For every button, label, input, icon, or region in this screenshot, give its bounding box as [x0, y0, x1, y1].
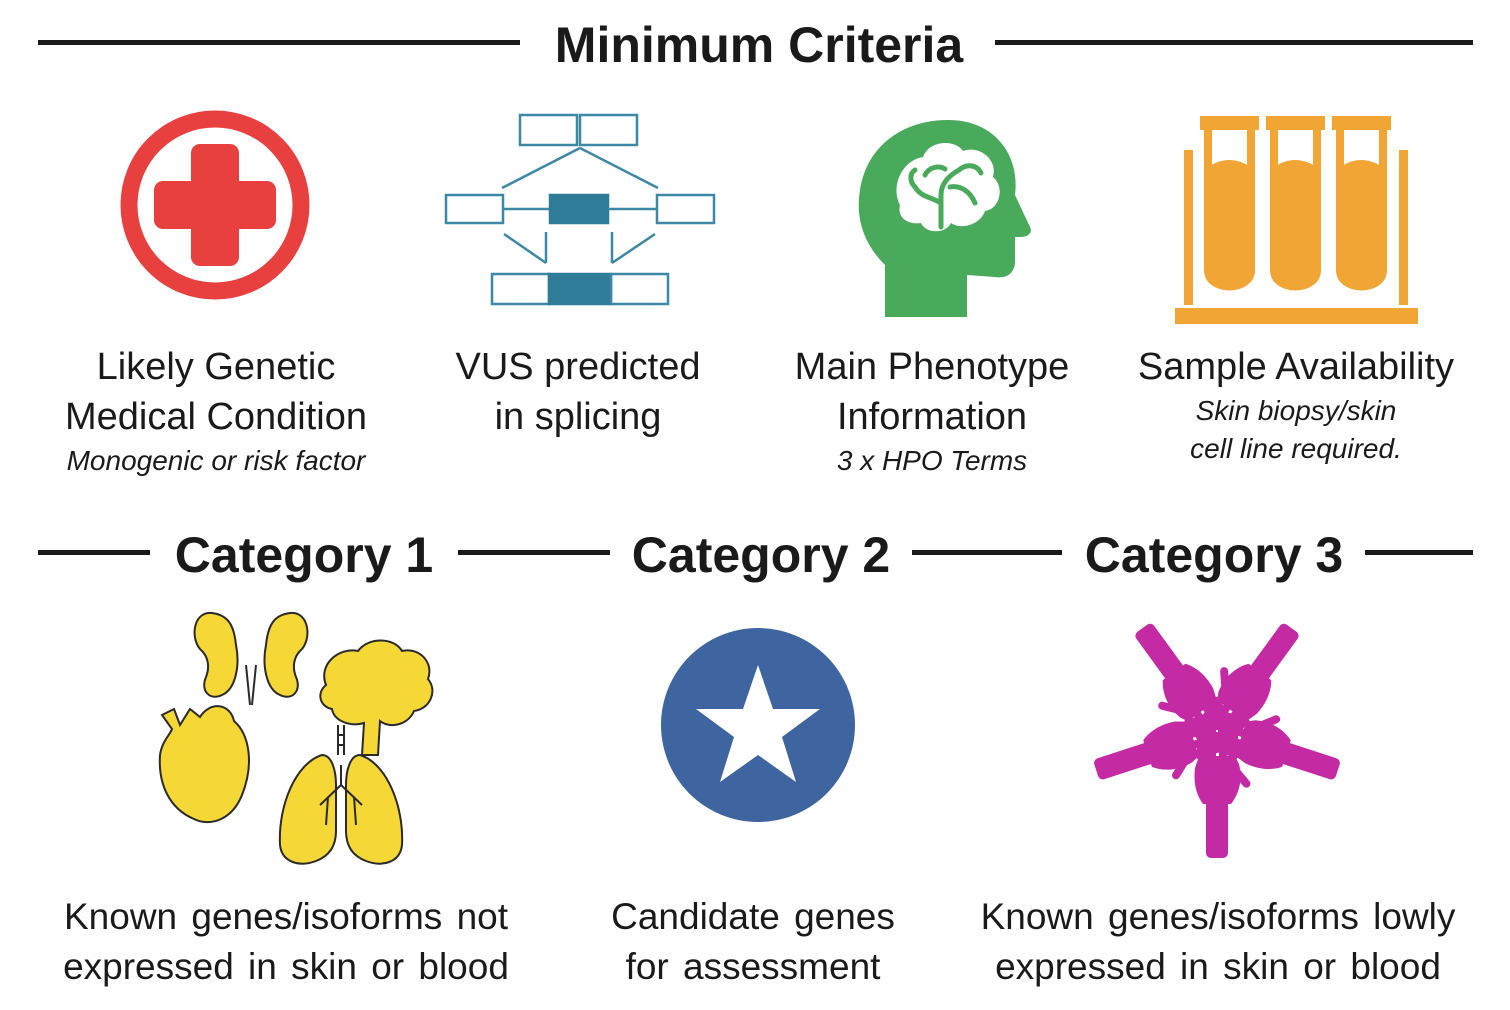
criterion-genetic-condition: Likely Genetic Medical Condition Monogen…	[40, 342, 392, 480]
criterion-title-line1: Sample Availability	[1137, 346, 1455, 388]
hands-circle-icon	[1089, 607, 1349, 858]
category-rule-2	[458, 550, 610, 555]
criterion-title-line2: Information	[836, 396, 1028, 438]
organs-icon	[158, 611, 434, 865]
minimum-criteria-heading: Minimum Criteria	[554, 17, 964, 73]
criterion-subtitle: Monogenic or risk factor	[66, 445, 366, 476]
category-1-heading: Category 1	[174, 527, 434, 583]
category-desc-line1: Known genes/isoforms not	[63, 896, 508, 937]
category-desc-line1: Candidate genes	[611, 896, 895, 937]
criterion-title-line1: Main Phenotype	[794, 346, 1070, 388]
category-desc-line2: expressed in skin or blood	[63, 946, 509, 987]
splicing-diagram-icon	[444, 113, 716, 306]
category-rule-4	[1365, 550, 1473, 555]
criterion-sample-availability: Sample Availability Skin biopsy/skin cel…	[1110, 342, 1482, 468]
category-3-description: Known genes/isoforms lowly expressed in …	[944, 892, 1492, 992]
category-2-heading: Category 2	[631, 527, 891, 583]
medical-cross-icon	[120, 110, 310, 300]
criterion-subtitle-line2: cell line required.	[1190, 433, 1402, 464]
criterion-title-line2: in splicing	[494, 396, 662, 438]
header-rule-left	[38, 40, 520, 45]
test-tubes-icon	[1175, 116, 1418, 324]
criterion-title-line2: Medical Condition	[64, 396, 368, 438]
criterion-subtitle: 3 x HPO Terms	[836, 445, 1028, 476]
brain-head-icon	[858, 119, 1031, 317]
criterion-title-line1: Likely Genetic	[96, 346, 336, 388]
star-icon	[661, 628, 855, 822]
category-rule-1	[38, 550, 150, 555]
category-rule-3	[912, 550, 1062, 555]
category-desc-line2: expressed in skin or blood	[995, 946, 1441, 987]
category-3-heading: Category 3	[1084, 527, 1344, 583]
category-desc-line2: for assessment	[625, 946, 881, 987]
criterion-phenotype: Main Phenotype Information 3 x HPO Terms	[770, 342, 1094, 480]
category-2-description: Candidate genes for assessment	[582, 892, 924, 992]
category-1-description: Known genes/isoforms not expressed in sk…	[28, 892, 544, 992]
header-rule-right	[995, 40, 1473, 45]
criterion-subtitle-line1: Skin biopsy/skin	[1195, 395, 1397, 426]
criterion-vus-splicing: VUS predicted in splicing	[420, 342, 736, 442]
category-desc-line1: Known genes/isoforms lowly	[980, 896, 1456, 937]
criterion-title-line1: VUS predicted	[455, 346, 701, 388]
